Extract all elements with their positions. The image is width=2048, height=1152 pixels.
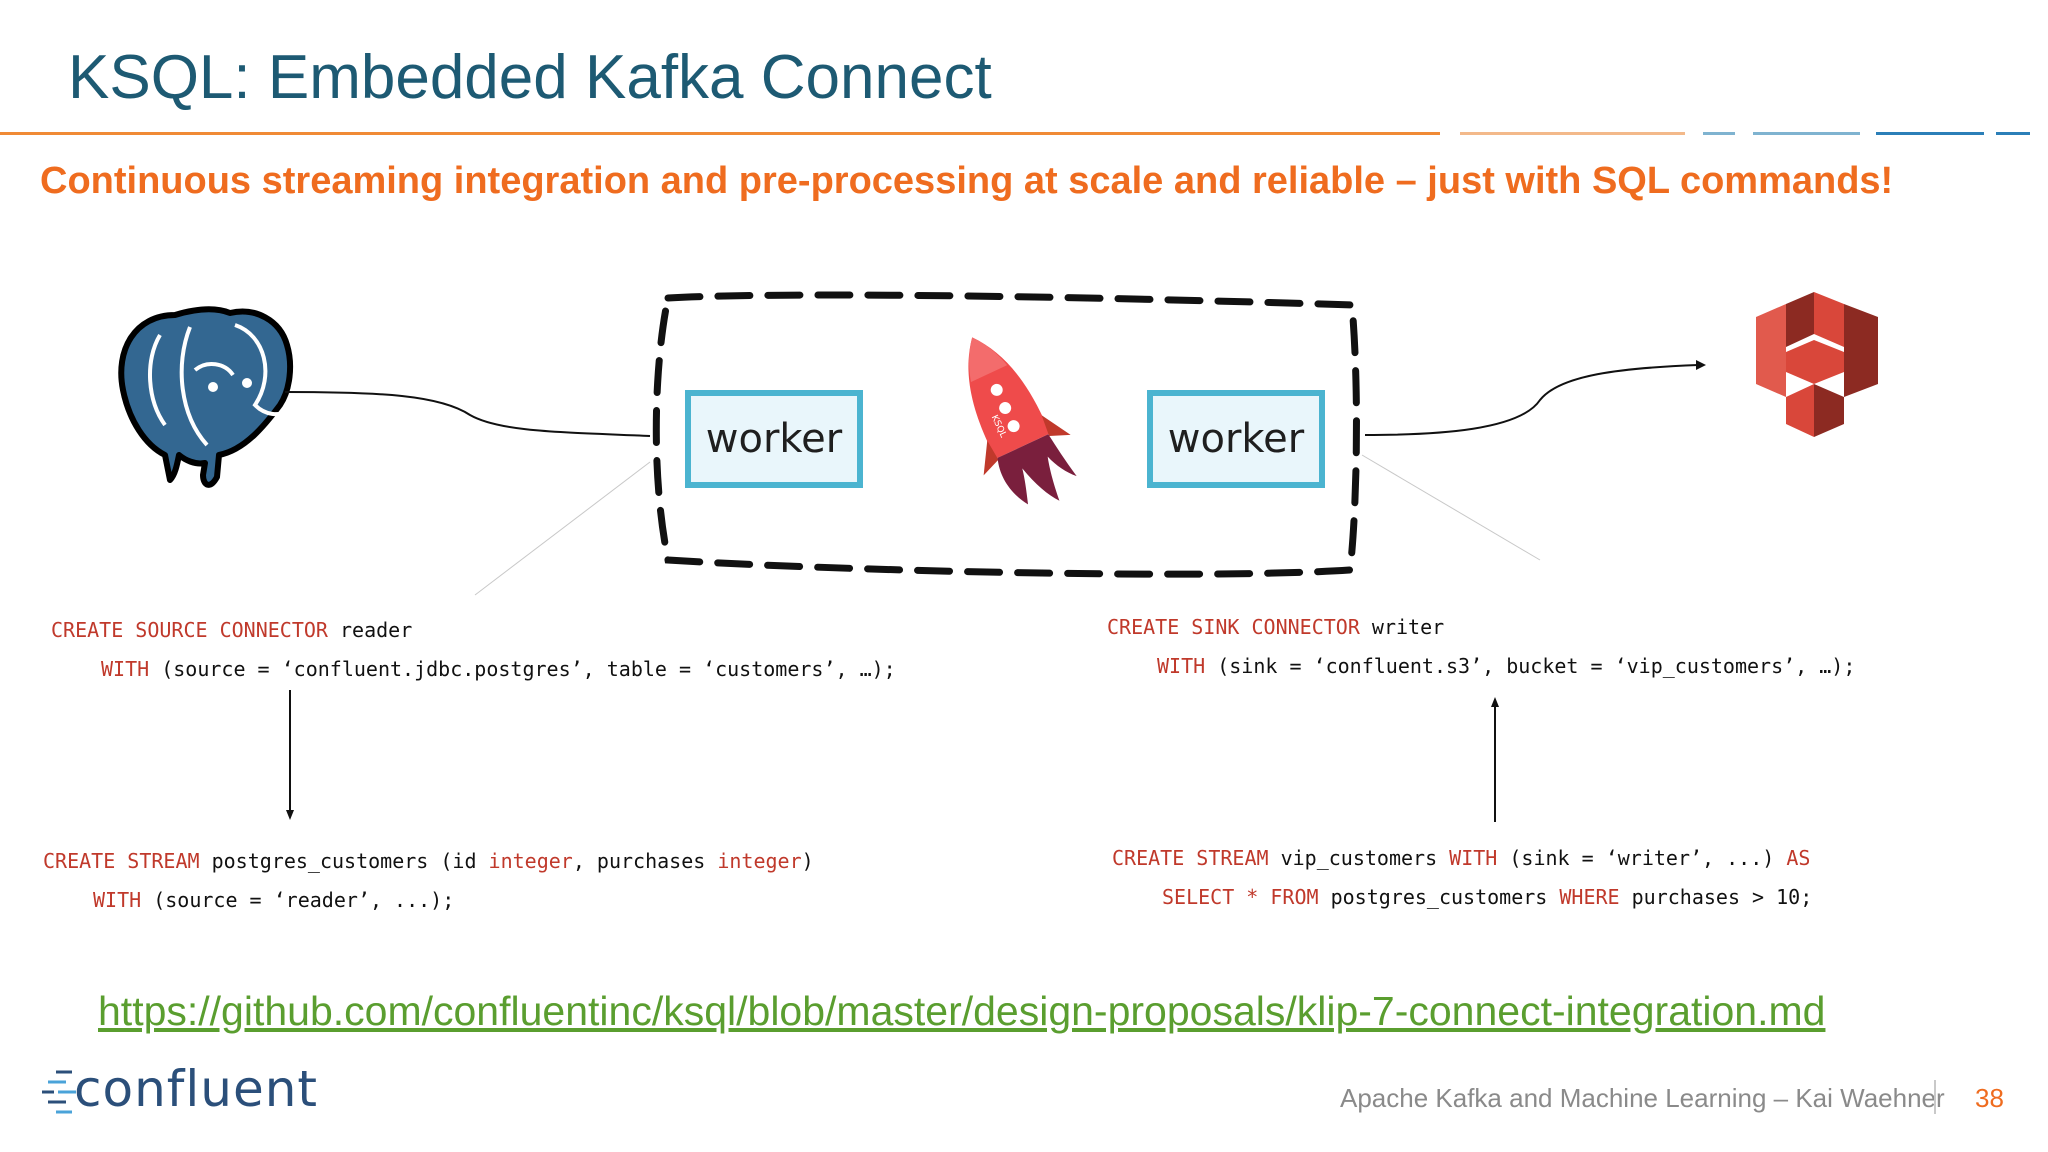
confluent-logo-text: confluent bbox=[74, 1060, 319, 1118]
sink-connector-line-1: CREATE SINK CONNECTOR writer bbox=[1107, 615, 1444, 639]
ksql-rocket-icon: KSQL bbox=[968, 337, 1077, 505]
footer-text: Apache Kafka and Machine Learning – Kai … bbox=[1340, 1083, 1945, 1113]
code-text: writer bbox=[1359, 615, 1445, 639]
code-keyword: WITH bbox=[1449, 846, 1498, 870]
worker-box-left: worker bbox=[685, 390, 863, 488]
source-connector-line-1: CREATE SOURCE CONNECTOR reader bbox=[51, 618, 412, 642]
title-underline-segment bbox=[1703, 132, 1735, 135]
leader-line bbox=[1361, 454, 1541, 561]
sink-stream-line-1: CREATE STREAM vip_customers WITH (sink =… bbox=[1112, 846, 1810, 870]
code-text: , purchases bbox=[572, 849, 718, 873]
leader-line bbox=[474, 461, 651, 596]
source-stream-line-2: WITH (source = ‘reader’, ...); bbox=[93, 888, 454, 912]
worker-label-left: worker bbox=[706, 416, 843, 462]
code-text: (sink = ‘writer’, ...) bbox=[1497, 846, 1787, 870]
github-link[interactable]: https://github.com/confluentinc/ksql/blo… bbox=[98, 988, 1826, 1034]
title-underline-segment bbox=[1996, 132, 2030, 135]
sink-connector-line-2: WITH (sink = ‘confluent.s3’, bucket = ‘v… bbox=[1157, 654, 1855, 678]
code-text: reader bbox=[327, 618, 413, 642]
code-text: postgres_customers (id bbox=[199, 849, 489, 873]
code-text: (sink = ‘confluent.s3’, bucket = ‘vip_cu… bbox=[1205, 654, 1856, 678]
title-underline-segment bbox=[1460, 132, 1685, 135]
down-arrow-head bbox=[286, 810, 294, 820]
worker-box-right: worker bbox=[1147, 390, 1325, 488]
code-keyword: CREATE STREAM bbox=[1112, 846, 1269, 870]
title-underline-segment bbox=[1753, 132, 1860, 135]
worker-label-right: worker bbox=[1168, 416, 1305, 462]
code-keyword: CREATE SOURCE CONNECTOR bbox=[51, 618, 328, 642]
postgresql-elephant-icon bbox=[118, 306, 294, 488]
code-text: purchases > 10; bbox=[1619, 885, 1813, 909]
sink-arrow-head bbox=[1696, 360, 1706, 370]
code-keyword: WHERE bbox=[1559, 885, 1620, 909]
slide-title: KSQL: Embedded Kafka Connect bbox=[68, 43, 992, 112]
source-stream-line-1: CREATE STREAM postgres_customers (id int… bbox=[43, 849, 814, 873]
slide-subtitle: Continuous streaming integration and pre… bbox=[40, 160, 1894, 202]
sink-connection-line bbox=[1364, 364, 1699, 436]
page-number: 38 bbox=[1975, 1083, 2004, 1113]
title-underline-segment bbox=[1876, 132, 1984, 135]
footer-separator bbox=[1934, 1080, 1936, 1114]
code-keyword: CREATE STREAM bbox=[43, 849, 200, 873]
code-keyword: SELECT * FROM bbox=[1162, 885, 1319, 909]
code-type: integer bbox=[488, 849, 573, 873]
ksql-cluster-boundary bbox=[652, 291, 1360, 578]
source-connection-line bbox=[284, 391, 651, 437]
up-arrow-head bbox=[1491, 697, 1499, 707]
sink-stream-line-2: SELECT * FROM postgres_customers WHERE p… bbox=[1162, 885, 1812, 909]
code-text: postgres_customers bbox=[1318, 885, 1560, 909]
code-keyword: CREATE SINK CONNECTOR bbox=[1107, 615, 1360, 639]
source-connector-line-2: WITH (source = ‘confluent.jdbc.postgres’… bbox=[101, 657, 896, 681]
code-keyword: WITH bbox=[93, 888, 142, 912]
title-underline bbox=[0, 132, 1440, 135]
confluent-logo-icon bbox=[42, 1070, 76, 1114]
code-keyword: WITH bbox=[101, 657, 150, 681]
code-text: ) bbox=[801, 849, 814, 873]
code-text: (source = ‘reader’, ...); bbox=[141, 888, 455, 912]
code-keyword: WITH bbox=[1157, 654, 1206, 678]
amazon-s3-bucket-icon bbox=[1756, 292, 1878, 437]
code-type: integer bbox=[717, 849, 802, 873]
code-text: vip_customers bbox=[1268, 846, 1450, 870]
code-keyword: AS bbox=[1786, 846, 1811, 870]
code-text: (source = ‘confluent.jdbc.postgres’, tab… bbox=[149, 657, 896, 681]
